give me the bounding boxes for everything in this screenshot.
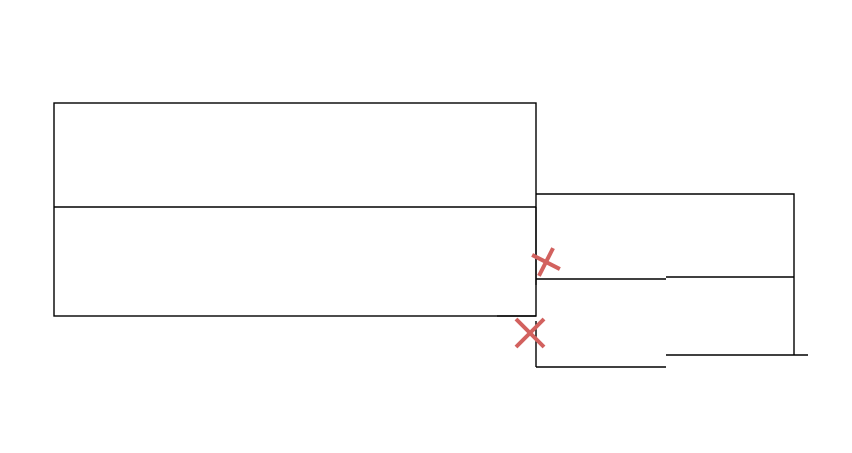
right-upper-rectangle [536, 193, 795, 277]
annotation-x-upper [531, 247, 561, 277]
left-outer-rectangle [53, 102, 537, 317]
annotation-x-upper-stroke [537, 247, 555, 277]
annotation-x-lower [514, 317, 546, 349]
annotation-x-lower-stroke [514, 317, 546, 349]
annotation-marks-group [514, 247, 561, 349]
